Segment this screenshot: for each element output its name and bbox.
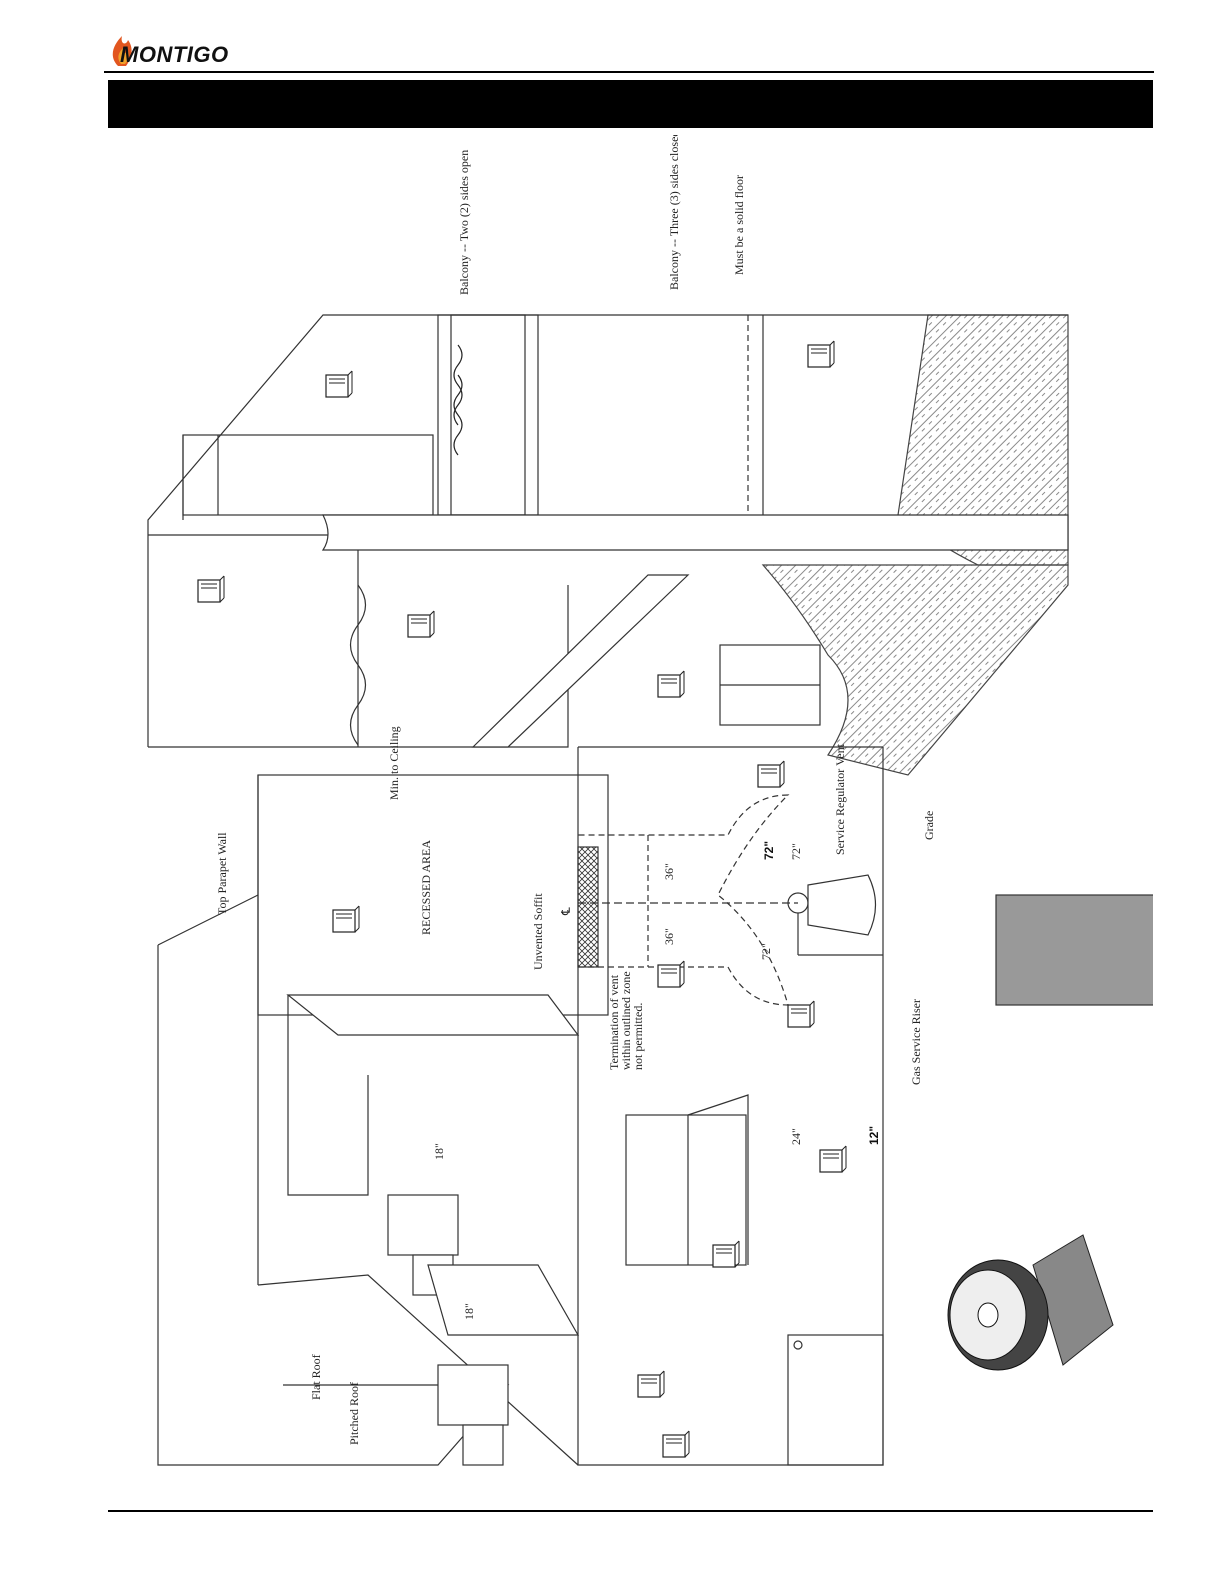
vent-icon [657,960,685,988]
label-balcony-closed: Balcony -- Three (3) sides closed [667,135,681,290]
label-grade: Grade [922,811,936,840]
label-flat-roof: Flat Roof [309,1354,323,1400]
label-min-ceiling: Min. to Ceiling [387,726,401,800]
vent-icon [757,760,785,788]
dim-18-pitched: 18" [462,1303,476,1320]
dim-72-upper: 72" [762,841,776,860]
label-termination-3: not permitted. [631,1003,645,1070]
label-service-regulator: Service Regulator Vent [833,743,847,855]
vent-icon [662,1430,690,1458]
label-balcony-open: Balcony -- Two (2) sides open [457,150,471,295]
dim-72-right: 72" [789,843,803,860]
header-rule [104,71,1154,73]
dim-24: 24" [789,1128,803,1145]
label-pitched-roof: Pitched Roof [347,1382,361,1445]
montigo-logo [112,36,132,66]
dim-36-upper: 36" [662,863,676,880]
label-top-parapet: Top Parapet Wall [215,832,229,915]
dim-18-flat: 18" [432,1143,446,1160]
footer-rule [108,1510,1153,1512]
vent-icon [197,575,225,603]
vent-icon [332,905,360,933]
dim-36-lower: 36" [662,928,676,945]
label-unvented-soffit: Unvented Soffit [531,893,545,970]
label-solid-floor: Must be a solid floor [732,175,746,275]
label-centerline: ℄ [559,907,573,916]
vent-termination-diagram: Balcony -- Two (2) sides open Balcony --… [147,135,1153,1466]
vent-icon [407,610,435,638]
brand-name: MONTIGO [120,42,229,67]
vent-icon [819,1145,847,1173]
dim-72-lower: 72" [759,943,773,960]
vent-icon [807,340,835,368]
label-recessed-area: RECESSED AREA [419,840,433,935]
vent-icon [657,670,685,698]
vent-icon [787,1000,815,1028]
dim-12: 12" [867,1126,881,1145]
vent-icon [712,1240,740,1268]
label-termination-2: within outlined zone [619,971,633,1070]
vent-icon [637,1370,665,1398]
label-termination-1: Termination of vent [607,974,621,1070]
label-gas-riser: Gas Service Riser [909,999,923,1085]
vent-cap-illustration [947,1234,1114,1371]
title-bar [108,80,1153,128]
vent-icon [325,370,353,398]
